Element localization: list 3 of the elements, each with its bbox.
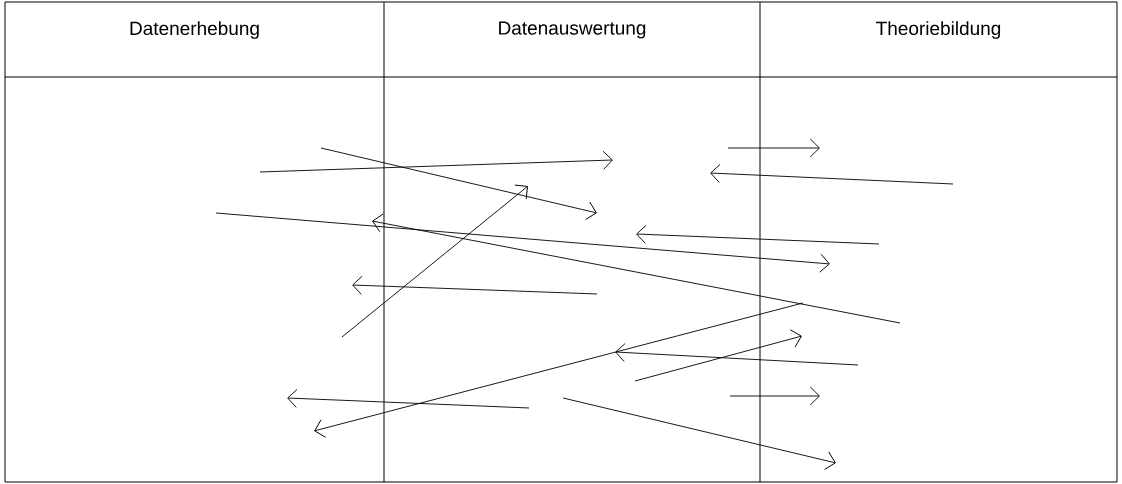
- column-header: Datenerhebung: [130, 21, 259, 39]
- column-header: Datenauswertung: [499, 21, 646, 39]
- column-header: Theoriebildung: [876, 21, 1001, 39]
